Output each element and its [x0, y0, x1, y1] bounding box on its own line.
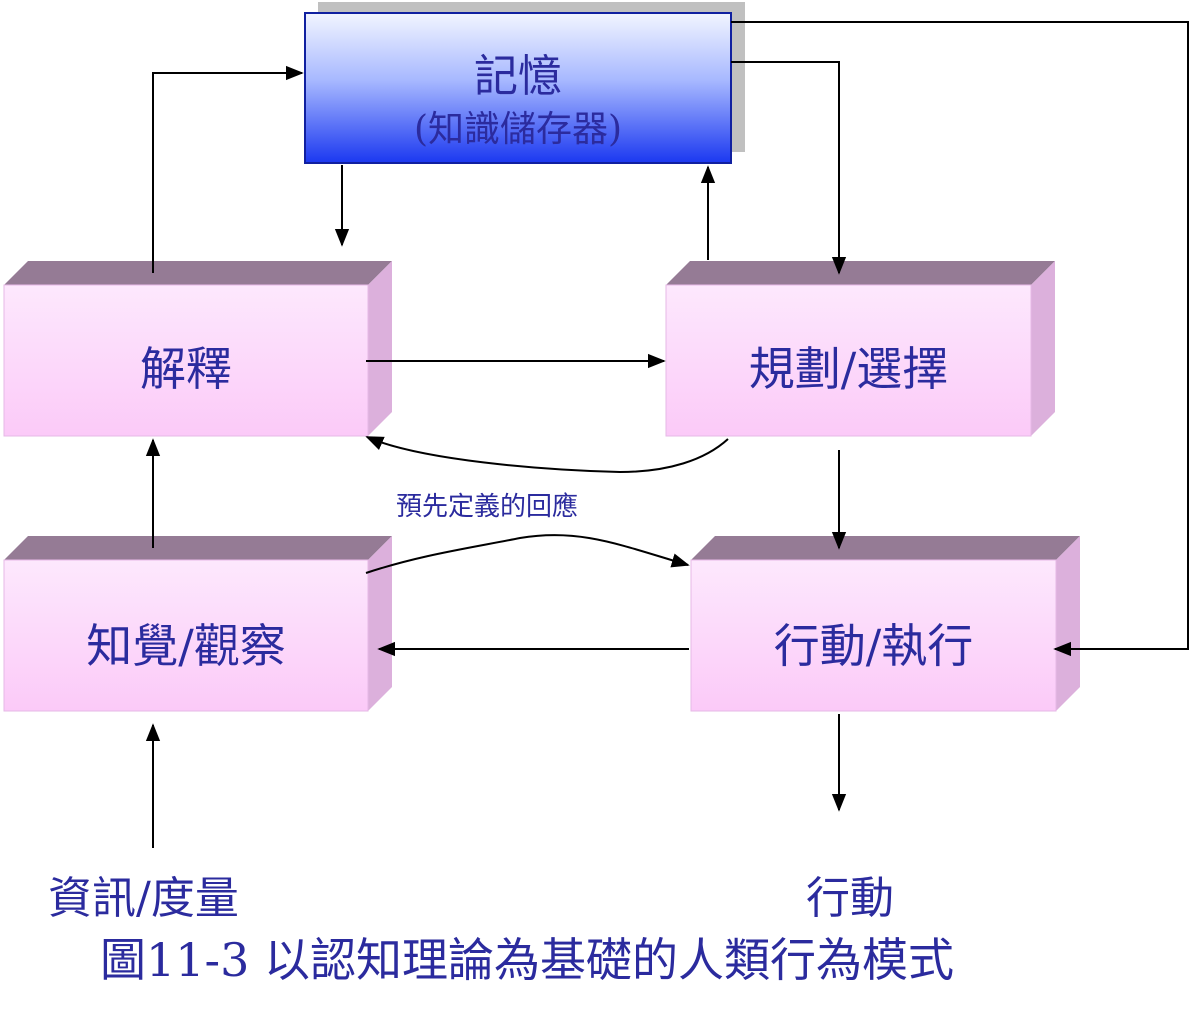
- arrow-memory-to-act: [731, 21, 1189, 657]
- plan-label: 規劃/選擇: [748, 342, 949, 396]
- interpret-box: [3, 261, 392, 437]
- perceive-label: 知覺/觀察: [86, 619, 286, 673]
- perceive-box: [3, 536, 392, 712]
- memory-title: 記憶: [474, 51, 562, 102]
- interpret-label: 解釋: [140, 342, 232, 396]
- act-label: 行動/執行: [773, 619, 974, 673]
- arrow-plan-to-interpret-curve: [365, 436, 729, 474]
- memory-box: [304, 2, 745, 164]
- arrow-memory-to-plan: [731, 61, 847, 275]
- arrow-perceive-to-act-curve: [365, 534, 690, 574]
- output-label: 行動: [806, 873, 894, 924]
- memory-subtitle: (知識儲存器): [413, 109, 623, 150]
- input-label: 資訊/度量: [48, 873, 239, 924]
- feedback-label: 預先定義的回應: [396, 492, 579, 522]
- arrow-interpret-to-memory: [152, 65, 304, 273]
- figure-caption: 圖11-3 以認知理論為基礎的人類行為模式: [100, 933, 954, 987]
- plan-box: [665, 261, 1055, 437]
- act-box: [690, 536, 1080, 712]
